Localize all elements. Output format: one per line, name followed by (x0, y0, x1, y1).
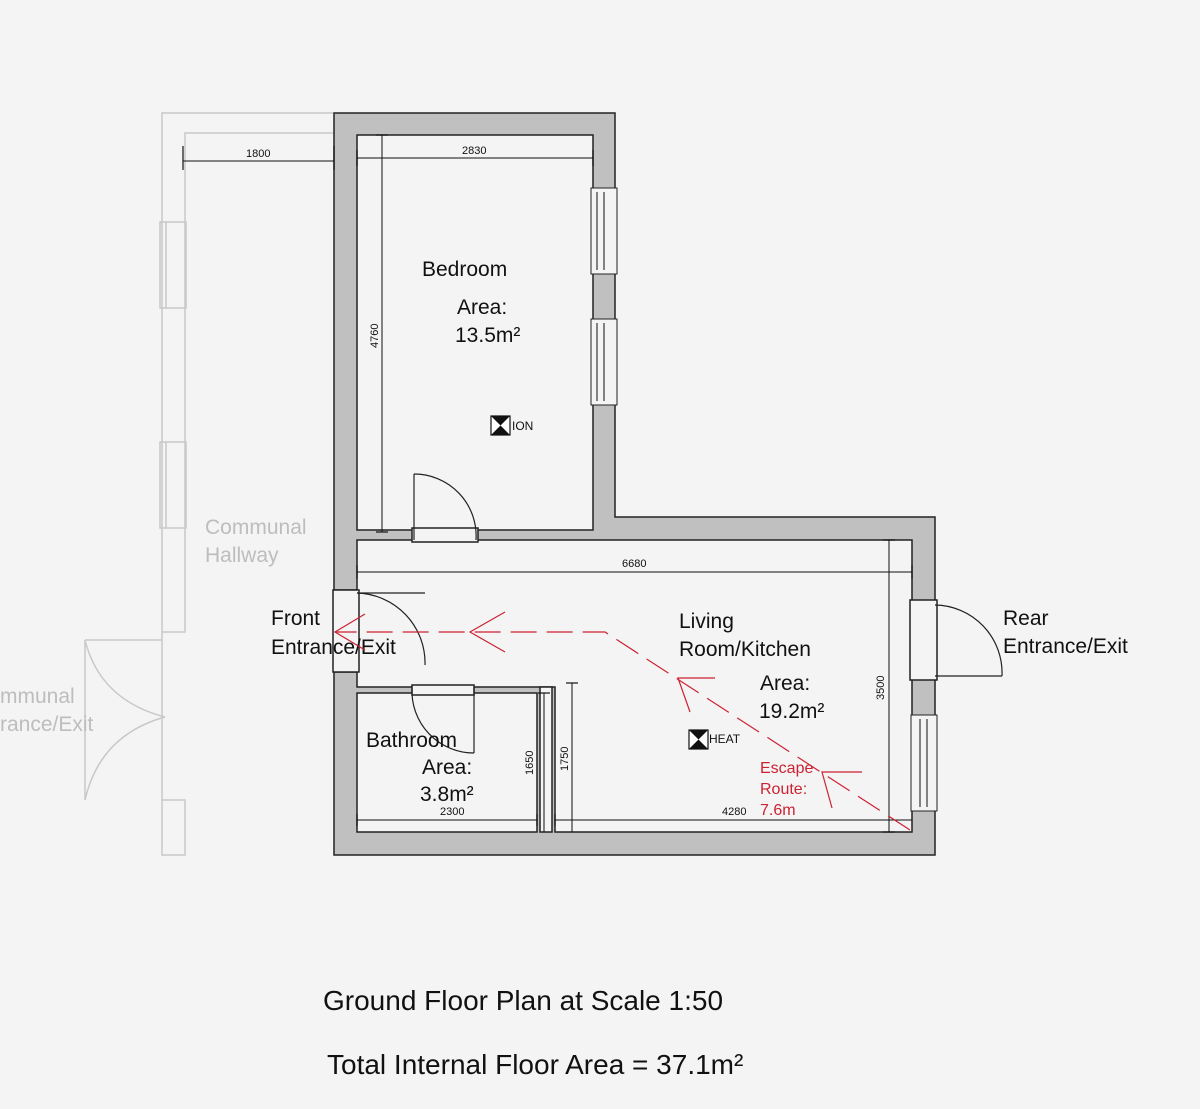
dim-6680-line (356, 565, 913, 579)
dim-6680: 6680 (622, 558, 646, 570)
dim-3500: 3500 (875, 676, 887, 700)
communal-hallway-line2: Hallway (205, 544, 279, 567)
dim-4760-line (376, 134, 388, 533)
plan-title: Ground Floor Plan at Scale 1:50 (323, 985, 723, 1016)
rear-entrance-line2: Entrance/Exit (1003, 635, 1128, 658)
bedroom-door (413, 473, 477, 541)
dim-2300: 2300 (440, 806, 464, 818)
bedroom-fixture-label: ION (512, 419, 533, 433)
rear-door-gap (909, 599, 938, 681)
front-entrance-line2: Entrance/Exit (271, 636, 396, 659)
dim-1650: 1650 (524, 751, 536, 775)
bathroom-floor (356, 692, 538, 833)
dim-1800: 1800 (246, 148, 270, 160)
dim-4280: 4280 (722, 806, 746, 818)
dim-1650-line (538, 692, 550, 832)
dim-2830-line (356, 150, 594, 166)
front-door (356, 592, 426, 666)
dim-4760: 4760 (369, 324, 381, 348)
rear-entrance-line1: Rear (1003, 607, 1049, 630)
escape-route-line3: 7.6m (760, 802, 796, 819)
bedroom-area-label: Area: (457, 296, 507, 319)
dim-1750-line (566, 682, 578, 832)
dim-3500-line (883, 539, 895, 833)
escape-route-line2: Route: (760, 781, 807, 798)
living-area: 19.2m² (759, 700, 824, 723)
bathroom-door (411, 687, 475, 754)
bedroom-window-lower (590, 318, 618, 406)
living-window (910, 714, 938, 812)
bedroom-floor (356, 134, 594, 531)
front-entrance-line1: Front (271, 607, 320, 630)
ion-detector-icon (490, 415, 511, 436)
living-name-line1: Living (679, 610, 734, 633)
escape-route-line1: Escape (760, 760, 813, 777)
escape-route (333, 611, 911, 831)
bedroom-door-gap (411, 527, 479, 543)
total-area: Total Internal Floor Area = 37.1m² (327, 1049, 743, 1080)
dim-4280-line (554, 814, 912, 826)
dim-2300-line (356, 814, 538, 826)
bathroom-area-label: Area: (422, 756, 472, 779)
bedroom-name: Bedroom (422, 258, 507, 281)
living-fixture-label: HEAT (709, 732, 741, 746)
bathroom-area: 3.8m² (420, 783, 474, 806)
bedroom-window-upper (590, 187, 618, 275)
living-floor (356, 539, 913, 833)
heat-detector-icon (688, 729, 709, 750)
bathroom-name: Bathroom (366, 729, 457, 752)
dim-1750: 1750 (559, 747, 571, 771)
bathroom-wall-void (539, 686, 553, 833)
bathroom-door-gap (411, 684, 475, 696)
communal-hallway-outline (84, 112, 333, 856)
dim-2830: 2830 (462, 145, 486, 157)
communal-entrance-line2: rance/Exit (0, 713, 94, 736)
communal-entrance-line1: mmunal (0, 685, 75, 708)
communal-hallway-line1: Communal (205, 516, 307, 539)
dim-1800-line (182, 146, 335, 170)
bedroom-area: 13.5m² (455, 324, 520, 347)
living-area-label: Area: (760, 672, 810, 695)
rear-door (934, 604, 1003, 677)
living-name-line2: Room/Kitchen (679, 638, 811, 661)
